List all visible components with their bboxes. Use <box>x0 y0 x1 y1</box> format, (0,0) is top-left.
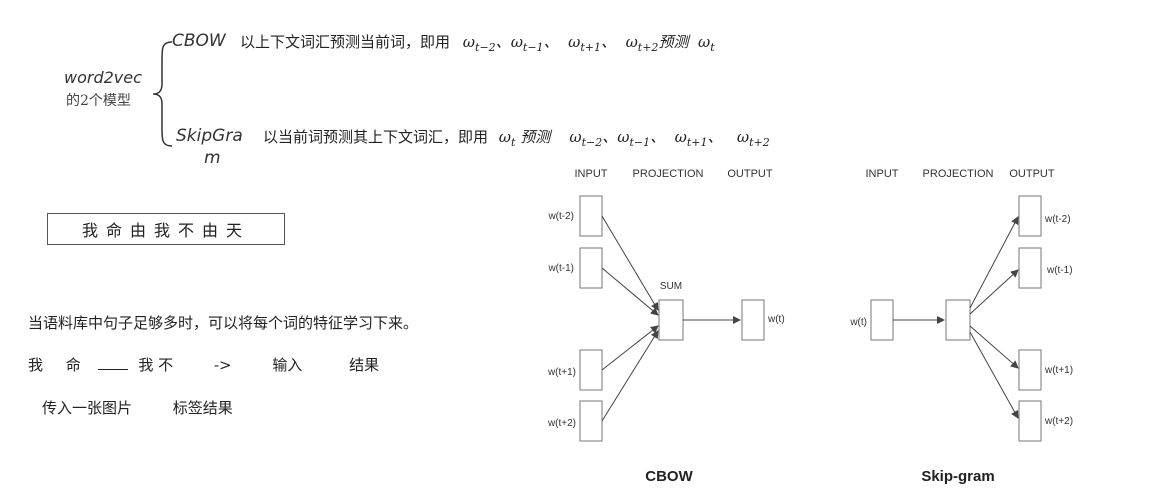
example-row: 我 命 我 不 -> 输入 结果 <box>28 354 379 375</box>
image-example-row: 传入一张图片 标签结果 <box>42 397 233 418</box>
cbow-input-box <box>579 195 603 237</box>
example-result: 结果 <box>349 356 380 374</box>
cbow-description: 以上下文词汇预测当前词，即用 ωt−2、ωt−1、 ωt+1、 ωt+2预测 ω… <box>240 31 715 54</box>
cbow-input-box <box>579 247 603 289</box>
cbow-projection-box <box>658 299 684 341</box>
skip-input-box <box>870 299 894 341</box>
skip-output-box <box>1018 400 1042 442</box>
word2vec-label: word2vec <box>64 68 142 87</box>
skip-arrow <box>969 216 1019 309</box>
skip-output-label: w(t+2) <box>1044 416 1073 427</box>
skip-output-label: w(t-2) <box>1044 214 1071 225</box>
curly-brace <box>152 41 173 147</box>
skip-arrow <box>969 325 1019 369</box>
cbow-sum-label: SUM <box>660 281 682 292</box>
cbow-output-label: w(t) <box>767 314 785 325</box>
skip-header-input: INPUT <box>866 168 899 180</box>
skip-output-box <box>1018 195 1042 237</box>
cbow-desc-prefix: 以上下文词汇预测当前词，即用 <box>240 33 451 51</box>
skip-description: 以当前词预测其上下文词汇，即用 ωt 预测 ωt−2、ωt−1、 ωt+1、 ω… <box>263 126 770 149</box>
example-blank <box>97 369 128 370</box>
skip-output-label: w(t-1) <box>1046 265 1073 276</box>
cbow-header-projection: PROJECTION <box>633 168 704 180</box>
cbow-header-output: OUTPUT <box>727 168 773 180</box>
slogan-box: 我命由我不由天 <box>47 213 285 245</box>
skipgram-handwritten-1: SkipGra <box>176 126 243 146</box>
cbow-input-box <box>579 400 603 442</box>
skip-arrow <box>969 269 1019 315</box>
skip-header-projection: PROJECTION <box>923 168 994 180</box>
cbow-arrow <box>601 215 659 311</box>
cbow-arrow <box>601 325 659 371</box>
skip-caption: Skip-gram <box>921 468 994 485</box>
example-word-3: 我 不 <box>138 356 174 374</box>
slogan-text: 我命由我不由天 <box>81 221 250 240</box>
example-arrow: -> <box>213 356 232 374</box>
cbow-input-box <box>579 349 603 391</box>
cbow-handwritten: CBOW <box>172 31 226 51</box>
cbow-input-label: w(t+1) <box>547 367 576 378</box>
cbow-input-label: w(t-2) <box>547 211 574 222</box>
example-input: 输入 <box>272 356 303 374</box>
cbow-symbols: ωt−2、ωt−1、 ωt+1、 ωt+2预测 ωt <box>462 33 715 54</box>
example-word-2: 命 <box>65 356 81 374</box>
skip-desc-prefix: 以当前词预测其上下文词汇，即用 <box>263 128 489 146</box>
cbow-caption: CBOW <box>645 468 693 485</box>
cbow-input-label: w(t+2) <box>547 418 576 429</box>
cbow-input-label: w(t-1) <box>547 263 574 274</box>
skip-output-box <box>1018 349 1042 391</box>
example-word-1: 我 <box>28 356 44 374</box>
skip-input-label: w(t) <box>849 317 867 328</box>
two-models-label: 的2个模型 <box>66 93 131 109</box>
skip-symbols: ωt 预测 ωt−2、ωt−1、 ωt+1、 ωt+2 <box>498 128 770 149</box>
skip-output-box <box>1018 247 1042 289</box>
skip-header-output: OUTPUT <box>1009 168 1055 180</box>
cbow-arrow <box>601 267 659 316</box>
corpus-sentence: 当语料库中句子足够多时，可以将每个词的特征学习下来。 <box>28 314 419 332</box>
image-example-output: 标签结果 <box>172 399 233 417</box>
skip-projection-box <box>945 299 971 341</box>
cbow-arrow <box>601 330 659 422</box>
cbow-output-box <box>741 299 765 341</box>
cbow-header-input: INPUT <box>575 168 608 180</box>
skip-arrow <box>969 331 1019 419</box>
image-example-input: 传入一张图片 <box>42 399 133 417</box>
skip-output-label: w(t+1) <box>1044 365 1073 376</box>
skipgram-handwritten-2: m <box>204 148 221 168</box>
